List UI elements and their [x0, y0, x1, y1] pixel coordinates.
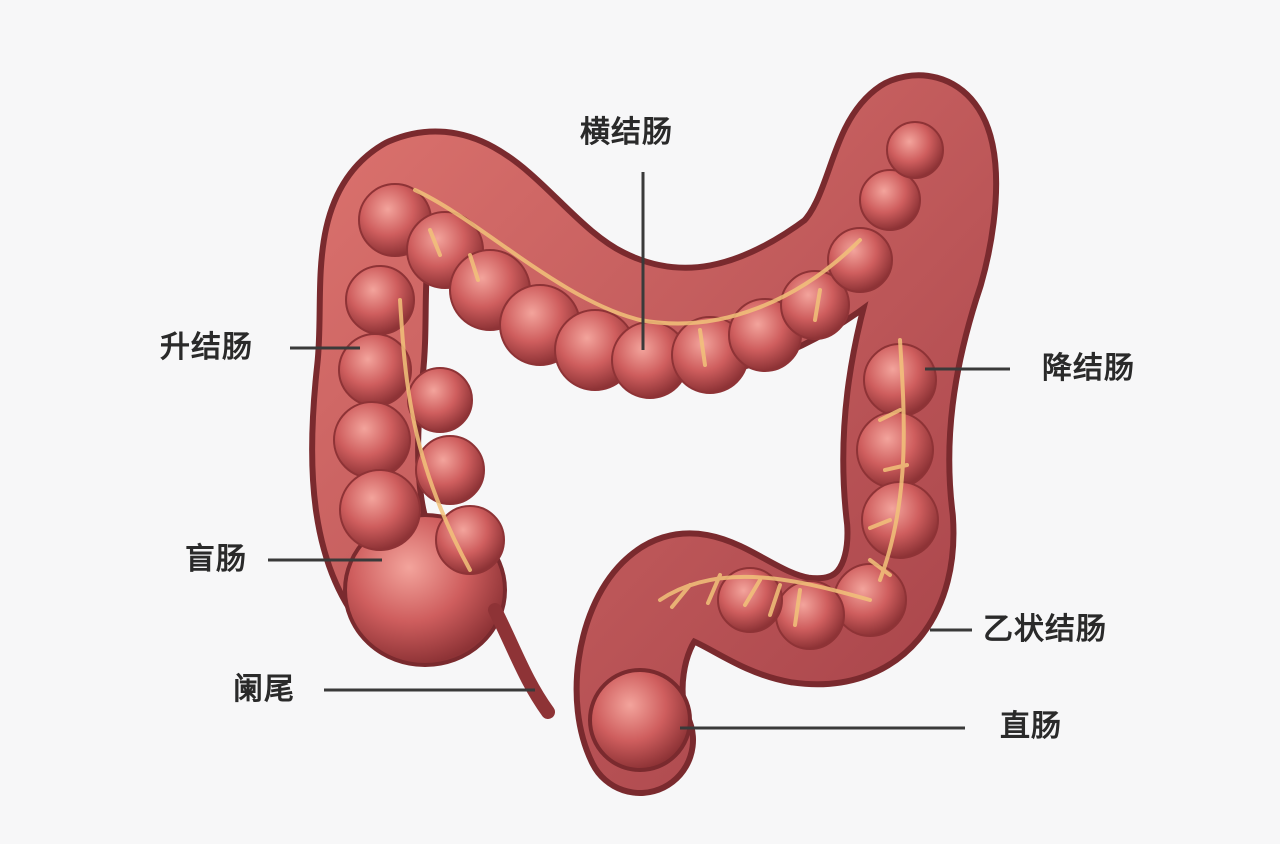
label-rectum: 直肠	[1000, 709, 1062, 744]
label-appendix: 阑尾	[233, 672, 295, 707]
leader-lines	[268, 172, 1010, 730]
label-sigmoid-colon: 乙状结肠	[983, 612, 1107, 647]
label-cecum: 盲肠	[185, 542, 247, 577]
blood-vessels	[398, 188, 909, 627]
rectum-shape	[588, 668, 692, 772]
label-transverse-colon: 横结肠	[580, 115, 673, 150]
haustra	[333, 121, 944, 650]
label-descending-colon: 降结肠	[1042, 351, 1135, 386]
appendix-shape	[488, 603, 555, 719]
label-ascending-colon: 升结肠	[160, 330, 253, 365]
